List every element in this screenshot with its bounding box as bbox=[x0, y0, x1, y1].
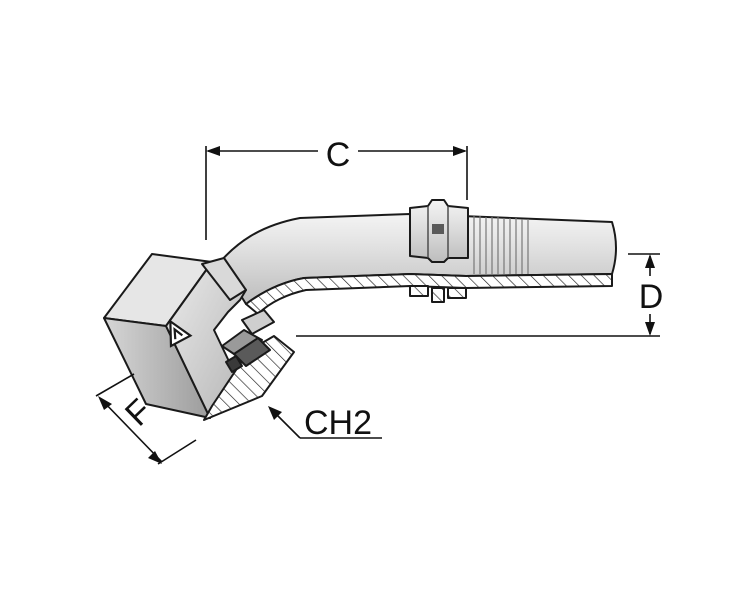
dimension-d: D bbox=[296, 253, 668, 337]
hose-tail-ribs bbox=[473, 216, 529, 274]
dimension-c: C bbox=[205, 134, 468, 240]
callout-ch2: CH2 bbox=[268, 404, 382, 442]
hex-nut bbox=[103, 253, 247, 419]
collar-ring bbox=[409, 199, 469, 303]
callout-label-ch2: CH2 bbox=[304, 404, 372, 442]
triangle-brand-logo-icon bbox=[169, 319, 193, 348]
tube-section bbox=[245, 273, 613, 315]
nut-section bbox=[203, 309, 295, 421]
dimension-label-c: C bbox=[326, 136, 351, 174]
dimension-label-d: D bbox=[639, 278, 664, 316]
